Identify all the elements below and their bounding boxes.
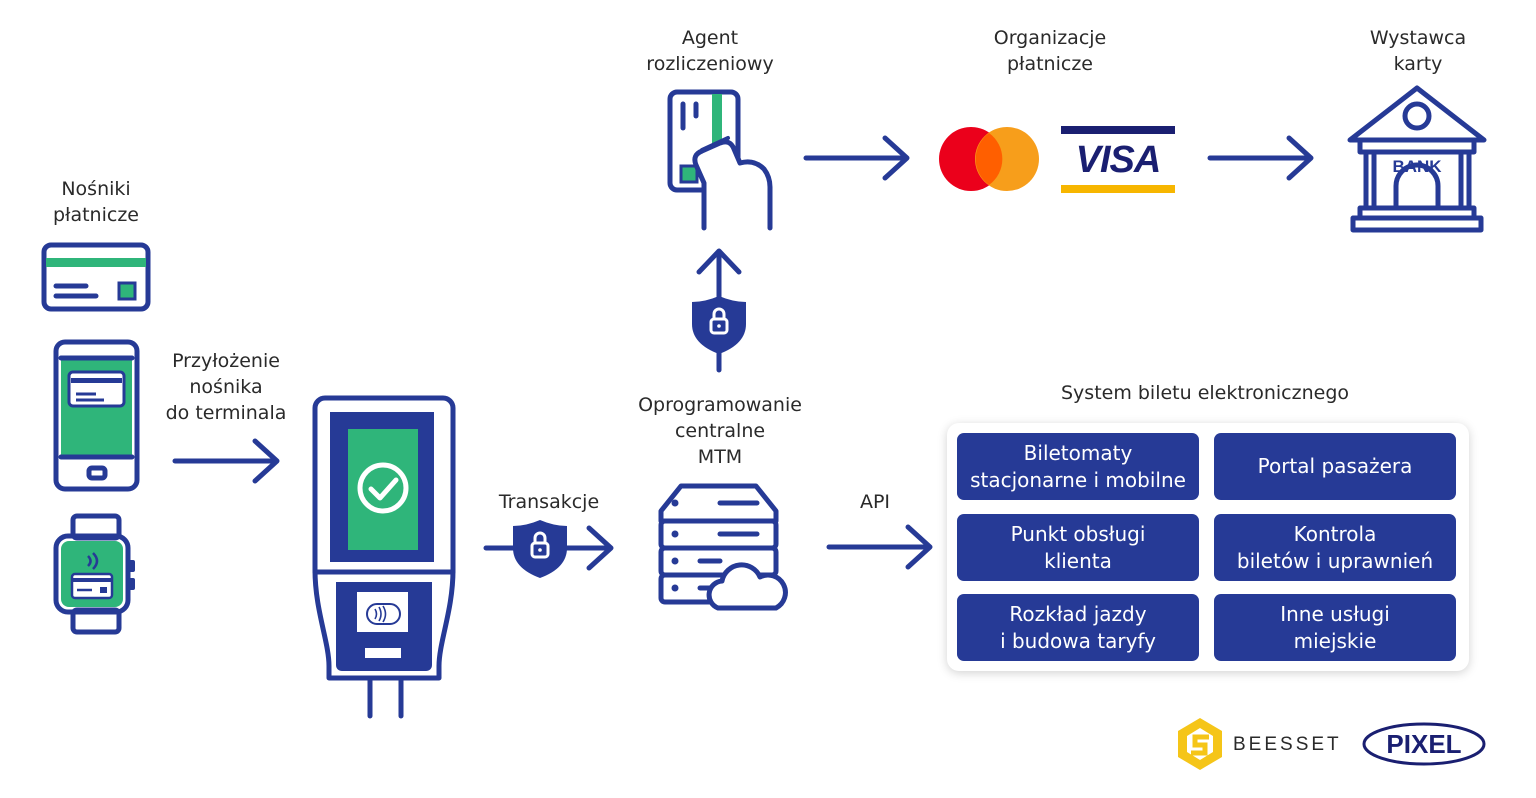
arrow-to-organizations xyxy=(803,135,910,181)
smartwatch-icon xyxy=(53,513,135,635)
bank-text: BANK xyxy=(1392,157,1442,176)
payment-terminal-icon xyxy=(312,395,456,719)
mastercard-logo xyxy=(939,127,1039,191)
beesset-logo-text: BEESSET xyxy=(1233,734,1342,755)
visa-logo xyxy=(1061,126,1175,193)
card-hand-icon xyxy=(667,89,773,231)
label-api: API xyxy=(859,491,891,513)
pixel-logo-mark xyxy=(1362,722,1486,766)
bank-icon xyxy=(1347,85,1487,233)
server-cloud-icon xyxy=(658,483,788,611)
label-ticket-system: System biletu elektronicznego xyxy=(1060,382,1349,404)
visa-text: VISA xyxy=(1075,139,1162,181)
pixel-logo-text: PIXEL xyxy=(1386,729,1462,759)
arrow-to-issuer xyxy=(1207,135,1314,181)
api-arrow xyxy=(826,524,933,570)
label-transactions: Transakcje xyxy=(498,491,600,513)
beesset-logo-mark xyxy=(1178,718,1222,770)
arrow-to-terminal xyxy=(172,438,280,484)
tile-passenger-portal: Portal pasażera xyxy=(1214,433,1456,500)
shield-lock-icon-vertical xyxy=(692,296,746,354)
shield-lock-icon xyxy=(513,520,567,578)
payment-card-icon xyxy=(41,242,151,312)
smartphone-icon xyxy=(53,339,140,492)
